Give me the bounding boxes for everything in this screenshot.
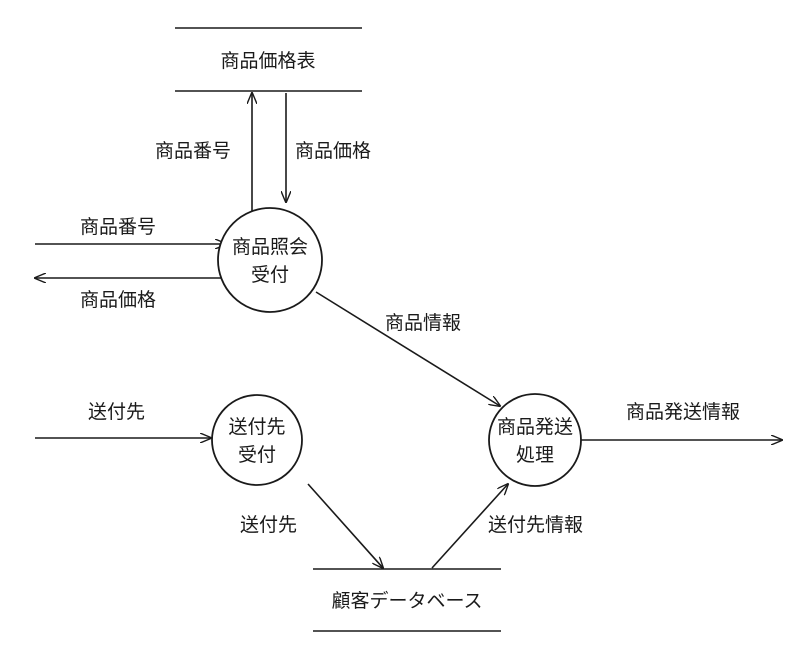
flow-label-input-code: 商品番号 [80, 216, 156, 238]
flow-label-shipping-info: 商品発送情報 [626, 401, 740, 423]
process-shipping: 商品発送 処理 [488, 393, 582, 487]
flow-label-db-destination-info: 送付先情報 [488, 514, 583, 536]
process-label-line2: 受付 [238, 444, 276, 466]
flow-arrow-db-destination-info [431, 484, 508, 569]
process-label-line1: 商品発送 [497, 416, 573, 438]
process-circle [211, 394, 303, 486]
flow-label-output-price: 商品価格 [80, 289, 156, 311]
process-label-line2: 処理 [516, 444, 554, 466]
process-circle [488, 393, 582, 487]
flow-label-input-destination: 送付先 [88, 401, 145, 423]
store-label: 顧客データベース [331, 590, 482, 612]
data-store-customer-db: 顧客データベース [313, 568, 501, 632]
process-circle [217, 207, 323, 313]
process-label-line2: 受付 [251, 264, 289, 286]
flow-arrow-to-db-destination [307, 483, 383, 568]
flow-label-to-table-code: 商品番号 [155, 140, 231, 162]
process-destination: 送付先 受付 [211, 394, 303, 486]
store-label: 商品価格表 [220, 50, 315, 72]
flow-label-from-table-price: 商品価格 [295, 140, 371, 162]
flow-label-to-db-destination: 送付先 [240, 514, 297, 536]
process-label-line1: 商品照会 [232, 236, 308, 258]
process-label-line1: 送付先 [228, 416, 285, 438]
flow-label-product-info: 商品情報 [385, 312, 461, 334]
flow-arrow-product-info [315, 291, 500, 406]
process-inquiry: 商品照会 受付 [217, 207, 323, 313]
data-store-price-table: 商品価格表 [175, 27, 362, 92]
